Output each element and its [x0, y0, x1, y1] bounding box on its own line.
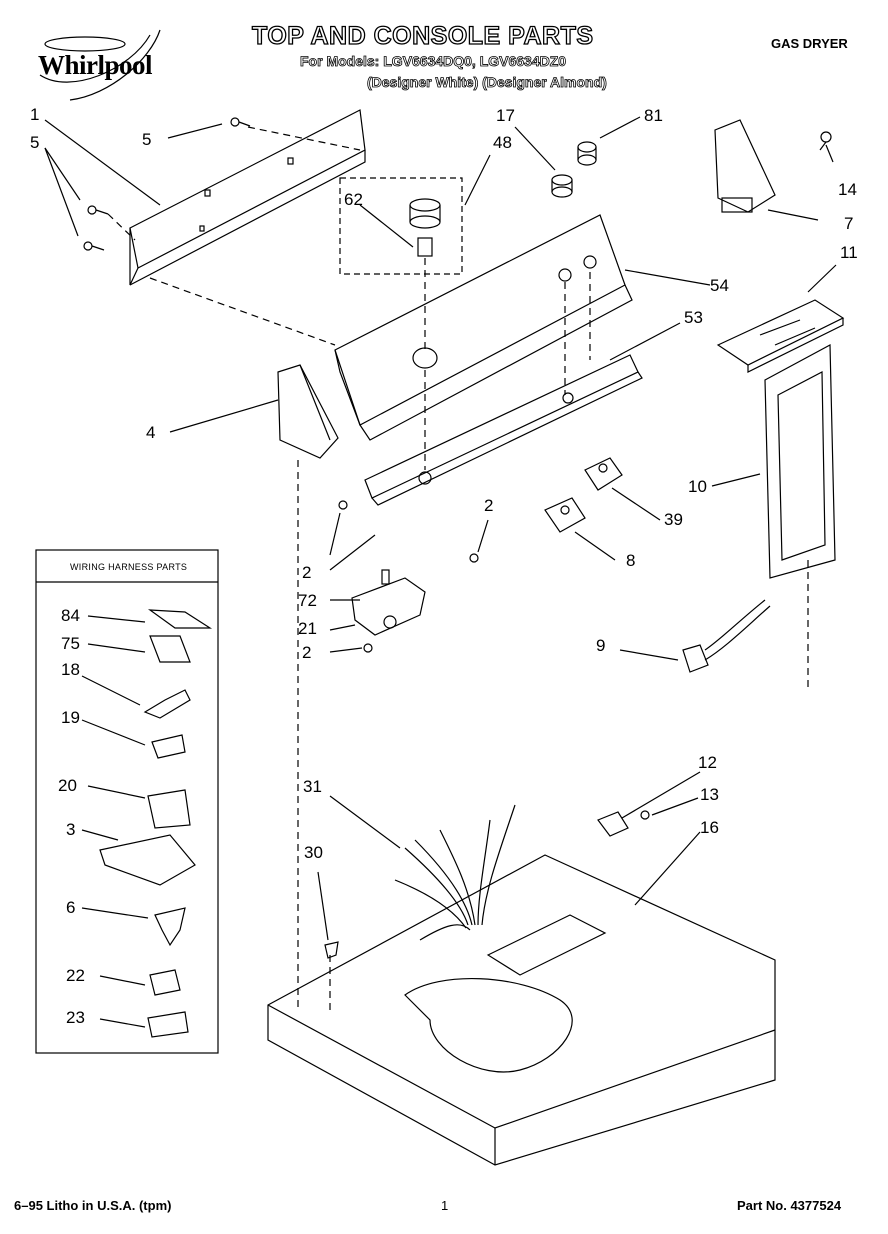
switch-39	[584, 457, 623, 491]
product-type: GAS DRYER	[771, 36, 848, 51]
callout: 4	[146, 423, 156, 442]
callout: 10	[688, 477, 707, 496]
dryer-top-base	[267, 854, 776, 1166]
connector-3	[99, 834, 196, 886]
brand-logo: Whirlpool	[38, 50, 153, 80]
callout: 62	[344, 190, 363, 209]
wiring-box-title: WIRING HARNESS PARTS	[70, 562, 188, 572]
terminal-84	[147, 609, 213, 629]
clip-6	[154, 907, 186, 947]
screw-2-a	[338, 500, 348, 510]
console-rear-bracket	[129, 109, 366, 286]
whirlpool-logo-swoosh	[39, 29, 161, 101]
callout: 8	[626, 551, 636, 570]
callout: 17	[496, 106, 515, 125]
footer-page-number: 1	[441, 1198, 449, 1213]
switch-8	[544, 497, 586, 533]
leader-lines	[44, 116, 837, 941]
wiring-box-parts	[81, 609, 213, 1038]
callout: 39	[664, 510, 683, 529]
callout: 16	[700, 818, 719, 837]
callout: 5	[30, 133, 40, 152]
part-label: 75	[61, 634, 80, 653]
part-label: 19	[61, 708, 80, 727]
callout: 54	[710, 276, 729, 295]
designer-colors: (Designer White) (Designer Almond)	[367, 74, 608, 91]
connector-75	[149, 635, 191, 663]
screw-13	[640, 810, 650, 820]
wiring-harness-box	[35, 549, 219, 1054]
console-end-cap	[277, 364, 339, 459]
timer-motor	[351, 569, 426, 636]
guide-lines	[107, 126, 809, 1010]
harness-connector-9	[682, 599, 771, 673]
timer-knob-48	[409, 198, 441, 257]
callout: 21	[298, 619, 317, 638]
callout: 81	[644, 106, 663, 125]
screw-2-b	[469, 553, 479, 563]
connector-20	[147, 789, 191, 829]
page-title: TOP AND CONSOLE PARTS	[251, 21, 594, 50]
knob-81	[577, 141, 597, 166]
footer-part-number: Part No. 4377524	[737, 1198, 842, 1213]
callout: 2	[302, 563, 312, 582]
control-bracket	[714, 119, 776, 213]
screw-5-a	[230, 117, 251, 127]
callout: 11	[840, 243, 858, 262]
callout: 13	[700, 785, 719, 804]
connector-22	[149, 969, 181, 996]
bracket-12	[597, 811, 629, 837]
callout: 2	[484, 496, 494, 515]
part-label: 84	[61, 606, 80, 625]
screw-14	[819, 131, 832, 151]
door-lid	[716, 299, 845, 373]
callout: 72	[298, 591, 317, 610]
base-wiring-harness	[404, 978, 573, 1073]
knob-group-box	[339, 177, 463, 275]
part-label: 6	[66, 898, 76, 917]
part-label: 20	[58, 776, 77, 795]
footer-litho: 6–95 Litho in U.S.A. (tpm)	[14, 1198, 172, 1213]
screw-2-c	[363, 643, 373, 653]
screw-5-b	[87, 205, 109, 215]
callout: 48	[493, 133, 512, 152]
callout: 2	[302, 643, 312, 662]
callout: 1	[30, 105, 40, 124]
part-label: 23	[66, 1008, 85, 1027]
clip-30	[324, 941, 339, 959]
console-mounting-bracket	[364, 354, 643, 506]
callout: 31	[303, 777, 322, 796]
callout: 53	[684, 308, 703, 327]
callout: 30	[304, 843, 323, 862]
wiring-harness-31	[394, 804, 516, 941]
screw-5-c	[83, 241, 105, 251]
terminal-18	[143, 689, 191, 719]
part-label: 22	[66, 966, 85, 985]
door-frame	[764, 344, 836, 579]
callout: 7	[844, 214, 854, 233]
callout: 9	[596, 636, 606, 655]
knob-17	[551, 174, 573, 198]
callout: 5	[142, 130, 152, 149]
callout: 14	[838, 180, 857, 199]
console-panel	[334, 214, 633, 441]
part-label: 18	[61, 660, 80, 679]
connector-19	[151, 734, 186, 759]
model-numbers: For Models: LGV6634DQ0, LGV6634DZ0	[300, 53, 567, 70]
connector-23	[147, 1011, 189, 1038]
callout: 12	[698, 753, 717, 772]
part-label: 3	[66, 820, 76, 839]
